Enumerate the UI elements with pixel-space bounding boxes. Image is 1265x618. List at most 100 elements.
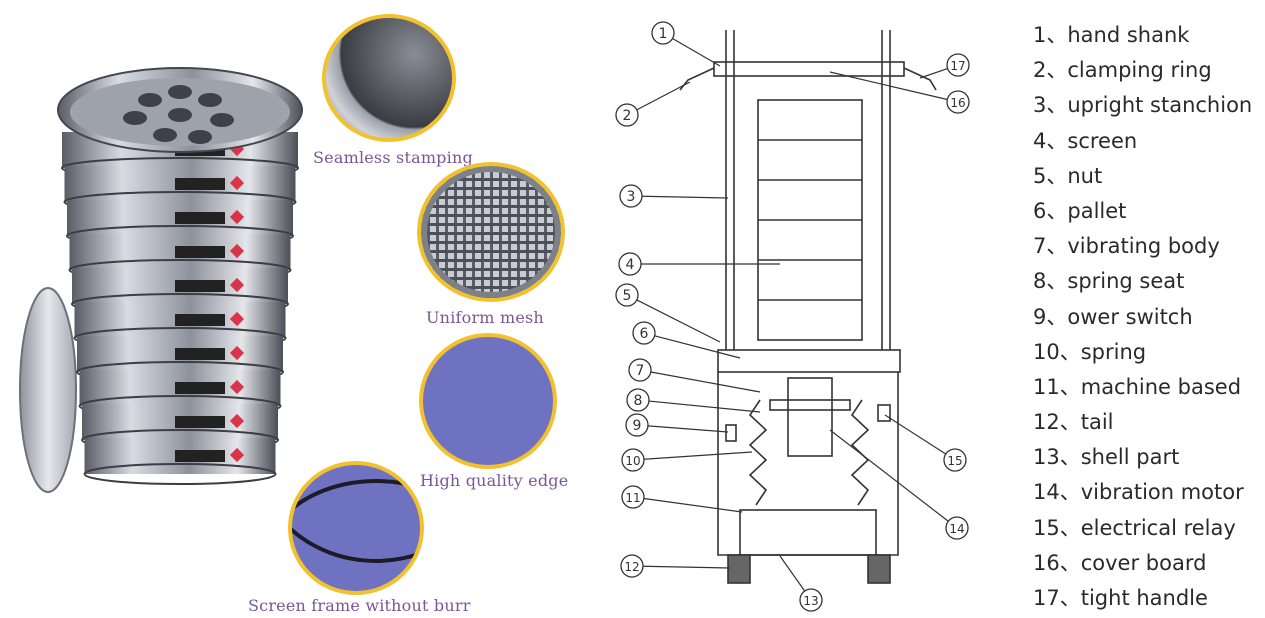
callout-1: 1 (651, 21, 721, 67)
callout-6: 6 (632, 321, 741, 359)
legend-label: cover board (1080, 550, 1207, 575)
callout-4: 4 (618, 252, 780, 276)
legend-item: 14、vibration motor (1033, 475, 1252, 510)
legend-number: 1、 (1033, 23, 1068, 47)
sieve-label-plate (175, 382, 225, 394)
legend-number: 11、 (1033, 374, 1081, 399)
callout-2: 2 (615, 81, 691, 127)
callout-number: 14 (949, 522, 964, 536)
caption-high-quality-edge: High quality edge (420, 471, 569, 490)
sieve-stack-image (19, 67, 303, 493)
callout-17: 17 (919, 53, 970, 79)
legend-label: tail (1080, 410, 1114, 435)
sieve-lid (19, 287, 77, 493)
legend-label: machine based (1080, 374, 1242, 399)
sieve-label-plate (175, 450, 225, 462)
legend-label: vibration motor (1080, 480, 1244, 505)
legend-number: 13、 (1033, 445, 1081, 470)
callout-14: 14 (829, 429, 969, 540)
sieve-label-plate (175, 178, 225, 190)
legend-number: 8、 (1033, 269, 1068, 294)
legend-number: 17、 (1033, 586, 1081, 610)
callout-number: 7 (636, 363, 645, 379)
legend-number: 15、 (1033, 515, 1081, 540)
legend-item: 4、screen (1033, 124, 1252, 159)
legend-number: 2、 (1033, 58, 1068, 83)
legend-label: clamping ring (1067, 58, 1212, 83)
legend-label: hand shank (1067, 23, 1190, 47)
callout-number: 8 (634, 393, 643, 409)
legend-item: 15、electrical relay (1033, 511, 1252, 546)
legend-item: 9、ower switch (1033, 300, 1252, 335)
caption-frame-without-burr: Screen frame without burr (248, 596, 471, 615)
callout-number: 2 (623, 108, 632, 124)
legend-label: tight handle (1080, 586, 1208, 610)
legend-label: shell part (1080, 445, 1180, 470)
legend-number: 16、 (1033, 550, 1081, 575)
callout-number: 11 (625, 491, 640, 505)
legend-label: screen (1067, 128, 1138, 153)
detail-frame-without-burr (288, 461, 424, 595)
callout-number: 12 (624, 560, 639, 574)
legend-number: 3、 (1033, 93, 1068, 118)
sieve-label-plate (175, 280, 225, 292)
sieve-label-plate (175, 416, 225, 428)
legend-label: electrical relay (1080, 515, 1236, 540)
sieve-label-plate (175, 246, 225, 258)
caption-seamless-stamping: Seamless stamping (313, 148, 473, 167)
sieve-label-plate (175, 314, 225, 326)
callout-number: 10 (625, 454, 640, 468)
callout-3: 3 (619, 184, 729, 208)
legend-number: 6、 (1033, 198, 1068, 223)
legend-number: 14、 (1033, 480, 1081, 505)
sieve-label-plate (175, 348, 225, 360)
callout-16: 16 (829, 71, 970, 114)
callout-8: 8 (626, 388, 761, 413)
callout-number: 15 (947, 454, 962, 468)
legend-number: 7、 (1033, 234, 1068, 259)
legend-item: 12、tail (1033, 405, 1252, 440)
legend-item: 8、spring seat (1033, 264, 1252, 299)
callout-number: 3 (627, 189, 636, 205)
callout-number: 9 (633, 418, 642, 434)
legend-label: ower switch (1067, 304, 1193, 329)
legend-label: nut (1067, 163, 1103, 188)
callout-7: 7 (628, 358, 761, 393)
detail-seamless-stamping (322, 14, 456, 142)
legend-item: 3、upright stanchion (1033, 88, 1252, 123)
callout-12: 12 (620, 554, 731, 578)
detail-high-quality-edge (419, 333, 557, 469)
legend-number: 4、 (1033, 128, 1068, 153)
callout-13: 13 (779, 555, 823, 612)
legend-number: 9、 (1033, 304, 1068, 329)
callout-number: 1 (659, 26, 668, 42)
legend-item: 13、shell part (1033, 440, 1252, 475)
legend-label: spring (1080, 339, 1147, 364)
legend-item: 11、machine based (1033, 370, 1252, 405)
callout-number: 6 (640, 326, 649, 342)
legend-label: vibrating body (1067, 234, 1220, 259)
legend-label: pallet (1067, 198, 1127, 223)
legend-item: 1、hand shank (1033, 18, 1252, 53)
callout-number: 13 (803, 594, 818, 608)
legend-item: 17、tight handle (1033, 581, 1252, 616)
legend-item: 2、clamping ring (1033, 53, 1252, 88)
callout-number: 17 (950, 59, 965, 73)
legend-item: 5、nut (1033, 159, 1252, 194)
callout-number: 16 (950, 96, 965, 110)
legend-number: 5、 (1033, 163, 1068, 188)
callout-11: 11 (621, 485, 743, 513)
callout-15: 15 (884, 414, 967, 472)
legend-item: 7、vibrating body (1033, 229, 1252, 264)
legend-item: 10、spring (1033, 335, 1252, 370)
legend-number: 10、 (1033, 339, 1081, 364)
detail-uniform-mesh (417, 162, 565, 302)
legend-label: spring seat (1067, 269, 1185, 294)
caption-uniform-mesh: Uniform mesh (426, 308, 544, 327)
callout-10: 10 (621, 448, 753, 472)
callout-number: 4 (626, 257, 635, 273)
legend-label: upright stanchion (1067, 93, 1253, 118)
legend-number: 12、 (1033, 410, 1081, 435)
